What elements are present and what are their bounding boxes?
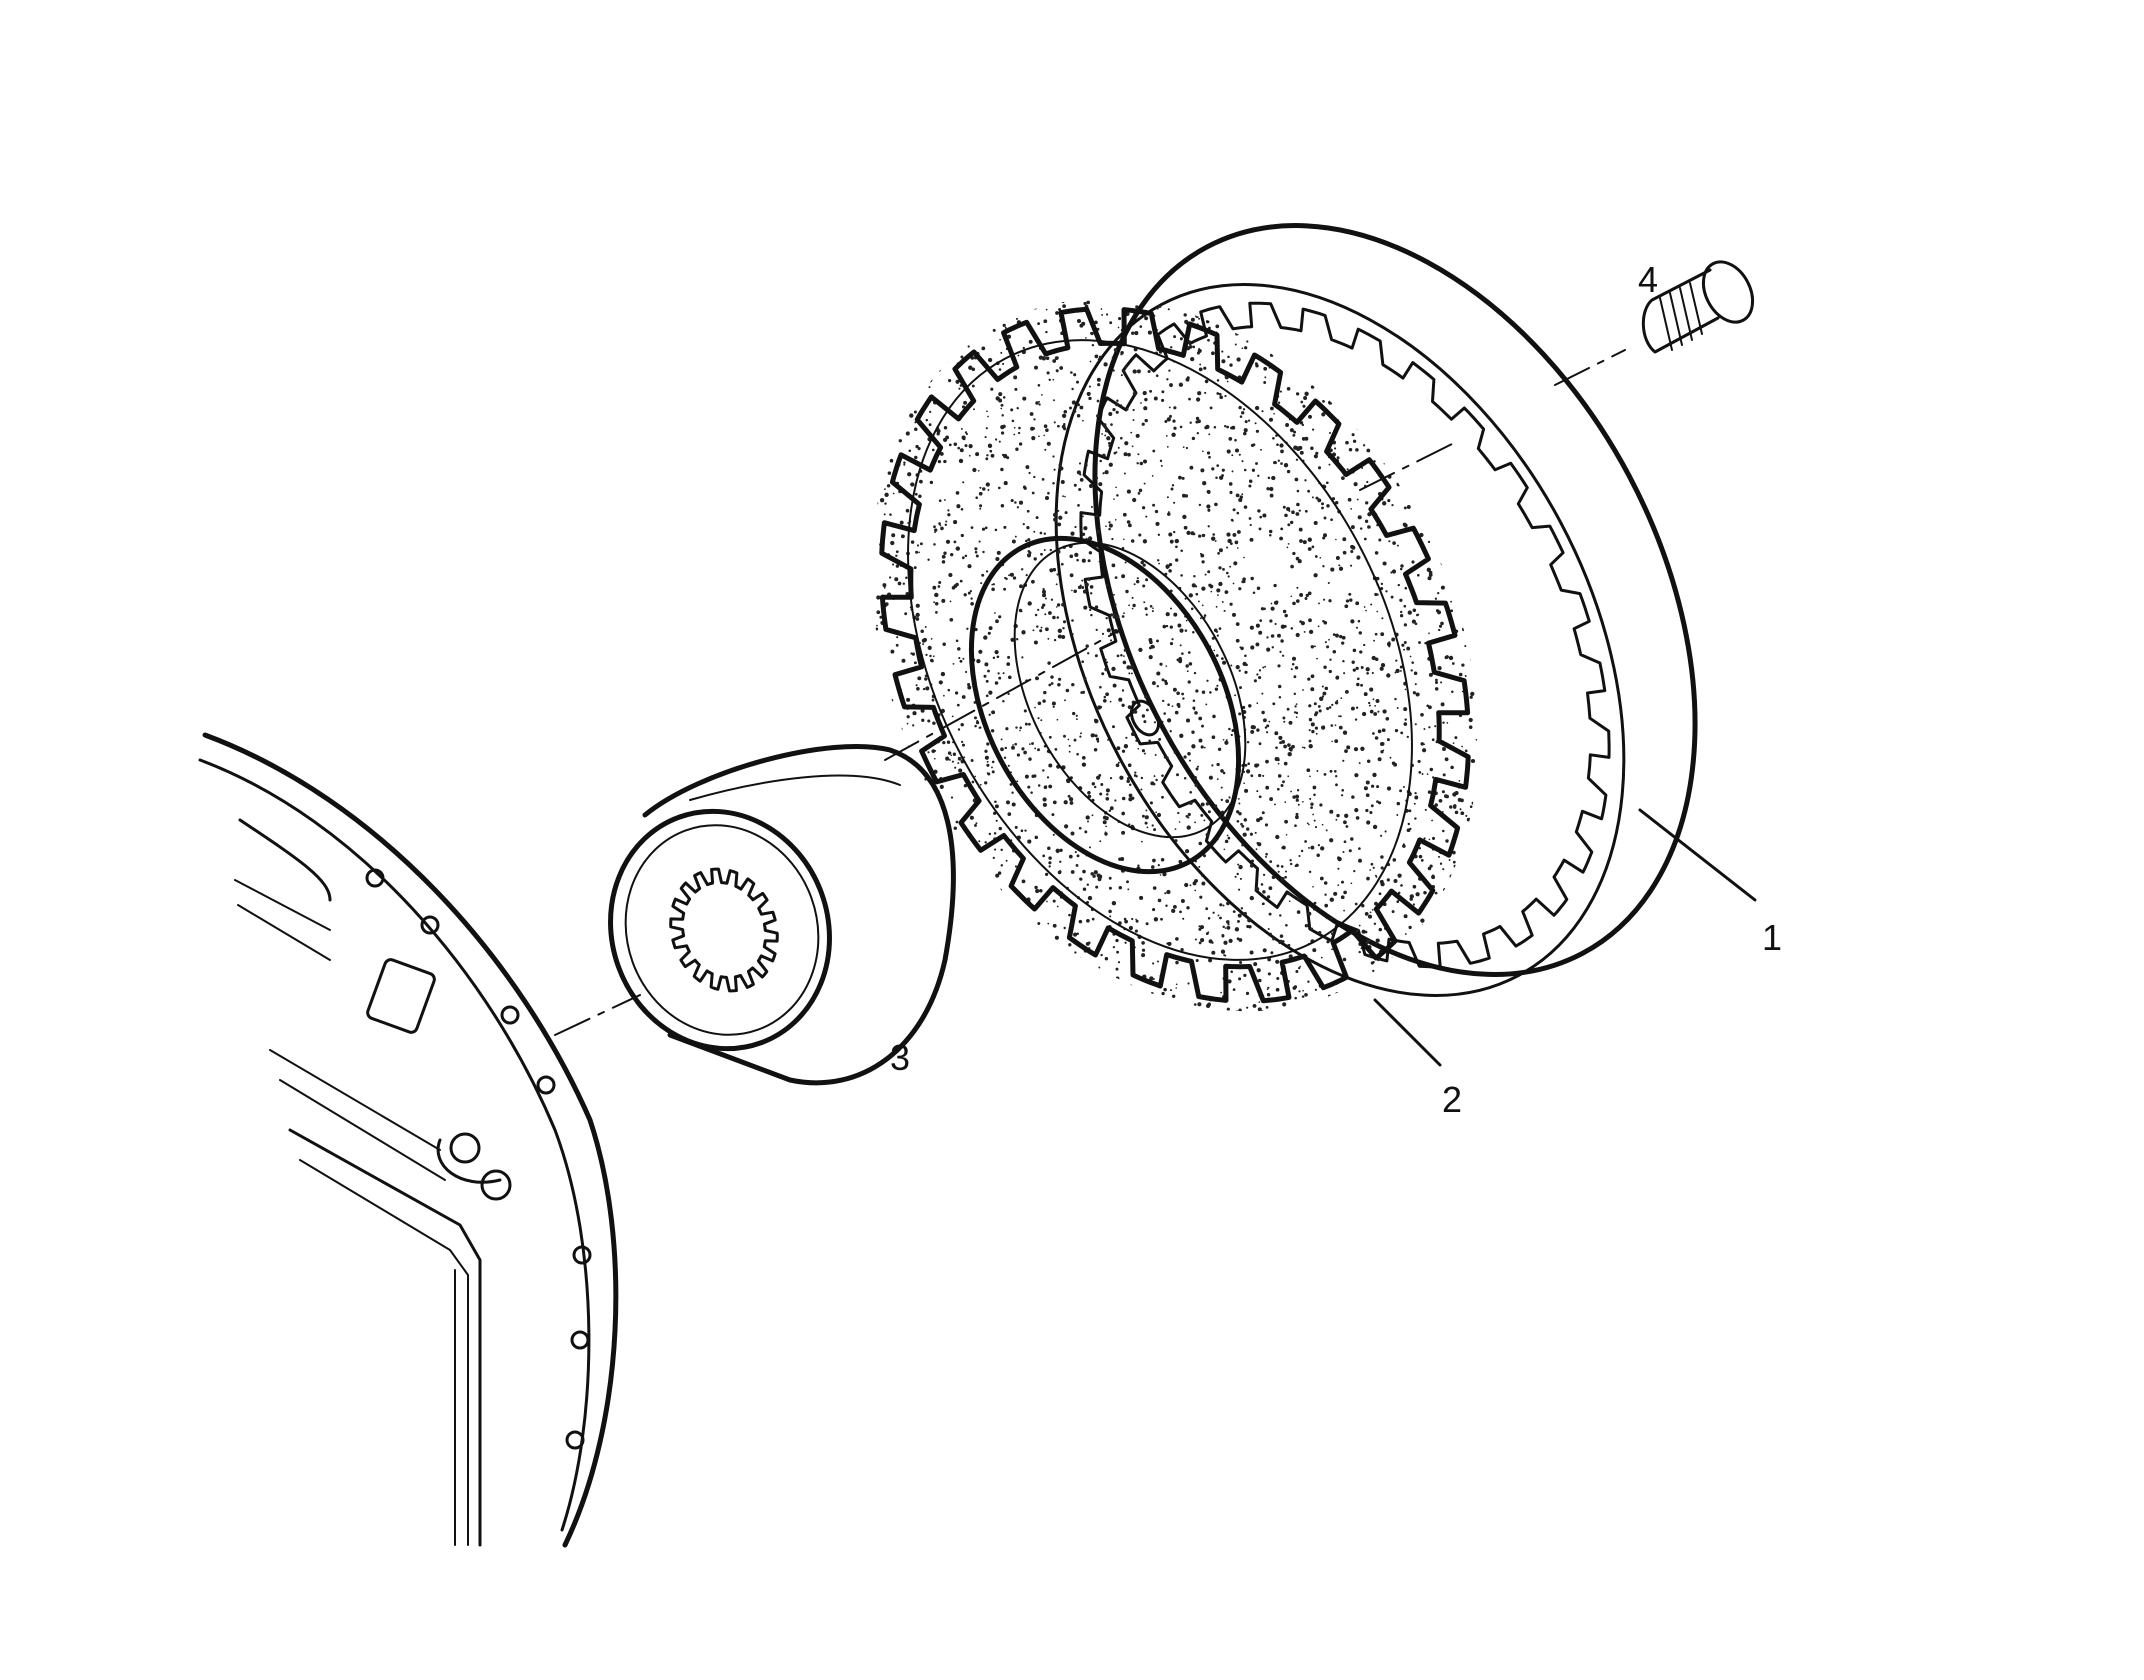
- axis-line-housing-hub: [554, 994, 641, 1036]
- flywheel-housing: [198, 732, 619, 1548]
- housing-web: [269, 1049, 446, 1181]
- housing-bolt-hole: [449, 1132, 481, 1164]
- housing-corner-edge: [288, 1128, 482, 1547]
- hub-body-outline: [642, 744, 956, 1086]
- gear-face-circle: [907, 339, 1413, 961]
- part-4-screw: [1641, 260, 1755, 354]
- hub-front-face: [608, 808, 832, 1052]
- outer-ring-internal-teeth: [1079, 301, 1611, 969]
- leader-lines: [1373, 808, 1757, 1067]
- callout-label-3: 3: [890, 1037, 910, 1078]
- gear-bore-inner: [1013, 541, 1247, 839]
- callout-label-2: 2: [1442, 1079, 1462, 1120]
- gear-bore: [968, 535, 1242, 875]
- housing-window: [366, 958, 436, 1034]
- callout-label-4: 4: [1638, 259, 1658, 300]
- gear-stipple-texture: [858, 268, 1502, 1052]
- housing-lug: [436, 1138, 502, 1184]
- housing-detail: [238, 818, 332, 902]
- part-3-splined-hub: [608, 744, 956, 1086]
- hub-front-chamfer: [624, 824, 820, 1036]
- screw-shank: [1641, 268, 1720, 354]
- housing-bolt-hole: [480, 1169, 512, 1201]
- part-1-outer-ring: [1054, 223, 1698, 997]
- screw-head: [1701, 260, 1755, 324]
- callout-label-1: 1: [1762, 917, 1782, 958]
- housing-inner-rim: [198, 758, 591, 1532]
- callout-labels: 1 2 3 4: [890, 259, 1782, 1120]
- leader-line-2: [1373, 998, 1442, 1067]
- housing-corner-edge-inner: [299, 1159, 469, 1546]
- housing-rib: [234, 879, 331, 961]
- screw-threads: [1659, 282, 1703, 351]
- axis-line-hub-gear: [884, 629, 1121, 761]
- hub-spline-bore: [669, 867, 779, 993]
- outer-ring-inner-edge: [1054, 283, 1626, 997]
- leader-line-1: [1638, 808, 1757, 902]
- outer-ring-rim: [1092, 223, 1698, 977]
- gear-tooth-outline: [879, 306, 1471, 1004]
- assembly-axis-lines: [554, 349, 1626, 1036]
- housing-rim-holes: [365, 868, 592, 1450]
- gear-bore-hole: [1129, 699, 1161, 737]
- hub-highlight: [689, 774, 901, 801]
- axis-line-ring-screw: [1554, 349, 1626, 386]
- axis-line-gear-ring: [1359, 439, 1461, 491]
- housing-outer-rim: [202, 732, 619, 1548]
